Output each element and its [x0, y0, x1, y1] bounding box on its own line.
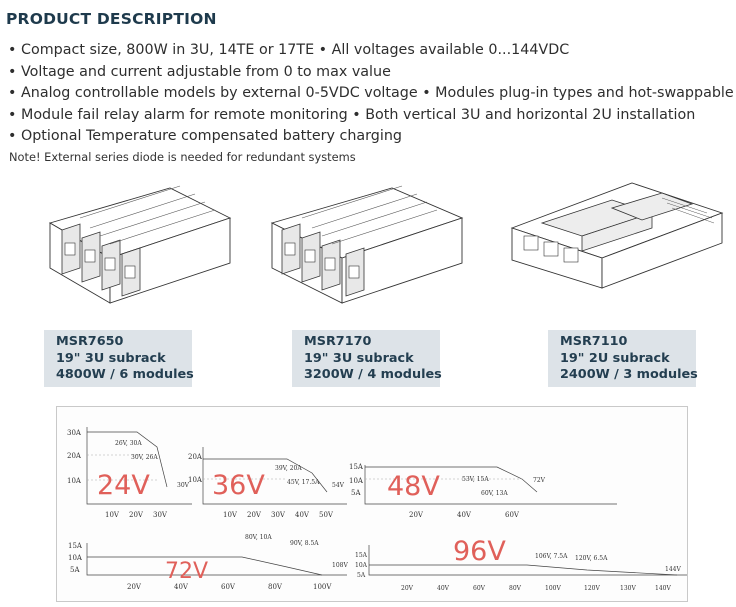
- data-label: 90V, 8.5A: [290, 540, 319, 547]
- data-label: 144V: [665, 566, 681, 573]
- tick-label: 30V: [271, 511, 286, 519]
- product-card-msr7650: MSR7650 19" 3U subrack 4800W / 6 modules: [44, 330, 194, 387]
- tick-label: 100V: [313, 583, 332, 591]
- tick-label: 140V: [655, 585, 671, 592]
- tick-label: 30A: [67, 429, 82, 437]
- tick-label: 20V: [247, 511, 262, 519]
- chart-96v-title: 96V: [453, 536, 506, 567]
- data-label: 30V: [177, 482, 190, 489]
- data-label: 106V, 7.5A: [535, 553, 568, 560]
- data-label: 108V: [332, 562, 348, 569]
- tick-label: 20V: [129, 511, 144, 519]
- tick-label: 60V: [221, 583, 236, 591]
- feature-item: • Module fail relay alarm for remote mon…: [8, 106, 696, 123]
- product-type: 19" 2U subrack: [560, 350, 670, 366]
- product-card-msr7110: MSR7110 19" 2U subrack 2400W / 3 modules: [548, 330, 698, 387]
- tick-label: 15A: [355, 552, 368, 559]
- data-label: 54V: [332, 482, 345, 489]
- data-label: 60V, 13A: [481, 490, 508, 497]
- data-label: 26V, 30A: [115, 440, 142, 447]
- feature-item: • Voltage and current adjustable from 0 …: [8, 63, 391, 80]
- msr7110-subrack-image: [510, 182, 724, 289]
- tick-label: 5A: [351, 489, 361, 497]
- data-label: 120V, 6.5A: [575, 555, 608, 562]
- data-label: 45V, 17.5A: [287, 479, 320, 486]
- tick-label: 20A: [67, 452, 82, 460]
- tick-label: 50V: [319, 511, 334, 519]
- data-label: 39V, 20A: [275, 465, 302, 472]
- msr7650-subrack-image: [48, 185, 232, 304]
- tick-label: 20V: [401, 585, 414, 592]
- tick-label: 60V: [505, 511, 520, 519]
- feature-item: • Optional Temperature compensated batte…: [8, 128, 402, 145]
- tick-label: 60V: [473, 585, 486, 592]
- product-power: 3200W / 4 modules: [304, 367, 442, 382]
- tick-label: 20V: [409, 511, 424, 519]
- page-title: PRODUCT DESCRIPTION: [6, 10, 217, 28]
- tick-label: 20A: [188, 453, 203, 461]
- tick-label: 40V: [174, 583, 189, 591]
- tick-label: 80V: [268, 583, 283, 591]
- product-power: 2400W / 3 modules: [560, 367, 698, 382]
- product-model: MSR7170: [304, 334, 372, 349]
- product-type: 19" 3U subrack: [56, 350, 166, 366]
- tick-label: 120V: [584, 585, 600, 592]
- tick-label: 80V: [509, 585, 522, 592]
- tick-label: 5A: [357, 572, 366, 579]
- tick-label: 30V: [153, 511, 168, 519]
- product-card-msr7170: MSR7170 19" 3U subrack 3200W / 4 modules: [292, 330, 442, 387]
- chart-48v-title: 48V: [387, 471, 440, 502]
- tick-label: 40V: [295, 511, 310, 519]
- output-curves-svg: 24V 30A 20A 10A 10V 20V 30V 26V, 30A 30V…: [67, 427, 687, 592]
- tick-label: 10A: [349, 477, 364, 485]
- tick-label: 15A: [349, 463, 364, 471]
- chart-72v-title: 72V: [165, 559, 208, 584]
- tick-label: 10V: [223, 511, 238, 519]
- tick-label: 15A: [68, 542, 83, 550]
- feature-item: • Compact size, 800W in 3U, 14TE or 17TE…: [8, 42, 570, 58]
- product-power: 4800W / 6 modules: [56, 367, 194, 382]
- tick-label: 5A: [70, 566, 80, 574]
- data-label: 80V, 10A: [245, 534, 272, 541]
- output-curves-panel: 24V 30A 20A 10A 10V 20V 30V 26V, 30A 30V…: [56, 406, 688, 602]
- tick-label: 100V: [545, 585, 561, 592]
- tick-label: 20V: [127, 583, 142, 591]
- tick-label: 40V: [457, 511, 472, 519]
- feature-list: • Compact size, 800W in 3U, 14TE or 17TE…: [8, 40, 736, 148]
- product-type: 19" 3U subrack: [304, 350, 414, 366]
- product-model: MSR7650: [56, 334, 124, 349]
- tick-label: 130V: [620, 585, 636, 592]
- tick-label: 10A: [67, 477, 82, 485]
- feature-item: • Analog controllable models by external…: [8, 85, 734, 102]
- tick-label: 10V: [105, 511, 120, 519]
- tick-label: 10A: [355, 562, 368, 569]
- chart-36v-title: 36V: [212, 470, 265, 501]
- data-label: 72V: [533, 477, 546, 484]
- product-model: MSR7110: [560, 334, 628, 349]
- msr7170-subrack-image: [270, 185, 464, 304]
- data-label: 53V, 15A: [462, 476, 489, 483]
- tick-label: 10A: [188, 476, 203, 484]
- redundancy-note: Note! External series diode is needed fo…: [9, 150, 356, 164]
- data-label: 30V, 26A: [131, 454, 158, 461]
- tick-label: 40V: [437, 585, 450, 592]
- tick-label: 10A: [68, 554, 83, 562]
- chart-24v-title: 24V: [97, 470, 150, 501]
